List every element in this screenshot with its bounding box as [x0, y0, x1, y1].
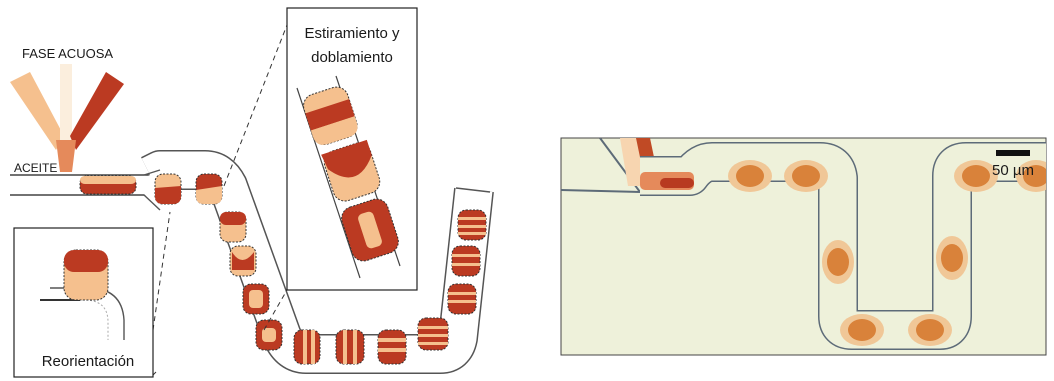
droplet: [64, 250, 108, 300]
droplet: [458, 210, 486, 240]
droplet: [908, 314, 952, 346]
aqueous-phase-label: FASE ACUOSA: [22, 46, 113, 61]
oil-label: ACEITE: [14, 161, 57, 175]
droplet: [155, 174, 181, 204]
droplet: [936, 236, 968, 280]
zoom-line: [153, 212, 170, 330]
droplet: [452, 246, 480, 276]
droplet: [728, 160, 772, 192]
scale-bar-label: 50 µm: [992, 162, 1034, 179]
inset-reorientation: Reorientación: [14, 228, 153, 377]
droplet: [822, 240, 854, 284]
droplet: [230, 246, 256, 276]
reorientation-label: Reorientación: [42, 353, 135, 370]
droplet: [840, 314, 884, 346]
zoom-line: [224, 25, 287, 186]
y-junction: [10, 64, 124, 172]
droplet: [378, 330, 406, 364]
droplet: [294, 330, 320, 364]
droplet: [80, 176, 136, 194]
inlet-right-dark: [70, 72, 124, 150]
inset-title-line1: Estiramiento y: [304, 25, 400, 42]
scale-bar: 50 µm: [992, 150, 1034, 179]
droplet: [256, 320, 282, 350]
droplet: [243, 284, 269, 314]
droplet: [448, 284, 476, 314]
micrograph-panel: 50 µm: [561, 138, 1054, 355]
inset-stretching-folding: Estiramiento y doblamiento: [287, 8, 417, 290]
inlet-left-light: [10, 72, 64, 150]
droplet: [336, 330, 364, 364]
droplet: [220, 212, 246, 242]
droplet: [418, 318, 448, 350]
junction-stem: [56, 140, 76, 172]
droplet: [784, 160, 828, 192]
inset-title-line2: doblamiento: [311, 49, 393, 66]
droplet: [196, 174, 222, 204]
schematic-panel: FASE ACUOSA ACEITE: [10, 8, 490, 377]
inlet-center: [60, 64, 72, 150]
